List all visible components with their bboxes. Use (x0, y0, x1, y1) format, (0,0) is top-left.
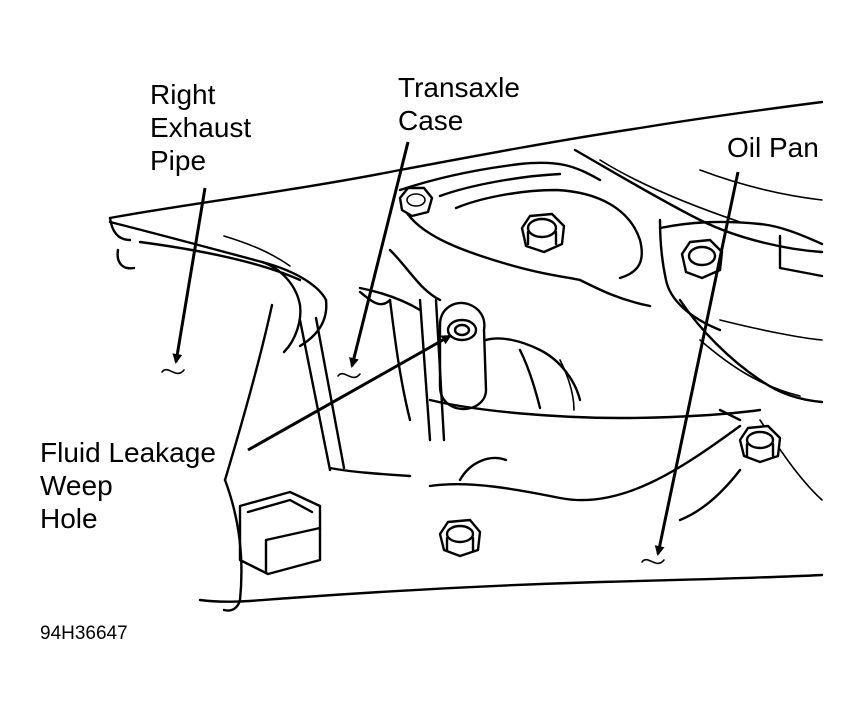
weep-hole-label-line-1: Fluid Leakage (40, 437, 216, 468)
pan-bolt-right (738, 424, 782, 464)
case-bolt-center (520, 212, 566, 254)
right-exhaust-pipe-label: Right Exhaust Pipe (150, 78, 251, 177)
right-exhaust-pipe-label-line-2: Exhaust (150, 112, 252, 143)
oil-pan-label: Oil Pan (727, 131, 819, 164)
exhaust-pipe-break-mark (161, 368, 185, 375)
transaxle-case-shape (358, 161, 824, 404)
transaxle-case-break-mark (337, 372, 361, 379)
weep-hole-label: Fluid Leakage Weep Hole (40, 436, 216, 535)
weep-hole-arrow (247, 334, 452, 452)
oil-pan-shape (198, 290, 824, 612)
exhaust-pipe-shape (108, 220, 328, 354)
right-exhaust-pipe-label-line-3: Pipe (150, 145, 207, 176)
oil-pan-label-line-1: Oil Pan (727, 132, 819, 163)
weep-hole-label-line-2: Weep (40, 470, 113, 501)
transaxle-case-label-line-2: Case (398, 105, 464, 136)
weep-hole-boss (438, 301, 582, 411)
transaxle-body-outline (108, 100, 824, 254)
transaxle-case-label: Transaxle Case (398, 71, 520, 137)
case-bolt-left (398, 186, 434, 218)
exhaust-pipe-arrow (172, 187, 207, 364)
case-bolt-right (680, 238, 724, 280)
right-exhaust-pipe-label-line-1: Right (150, 79, 216, 110)
transaxle-case-label-line-1: Transaxle (398, 72, 520, 103)
figure-code: 94H36647 (40, 623, 128, 644)
oil-pan-arrow (654, 171, 740, 556)
weep-hole-label-line-3: Hole (40, 503, 98, 534)
transaxle-case-arrow (349, 141, 410, 368)
pan-bolt-left (438, 518, 482, 558)
oil-pan-break-mark (641, 558, 665, 565)
